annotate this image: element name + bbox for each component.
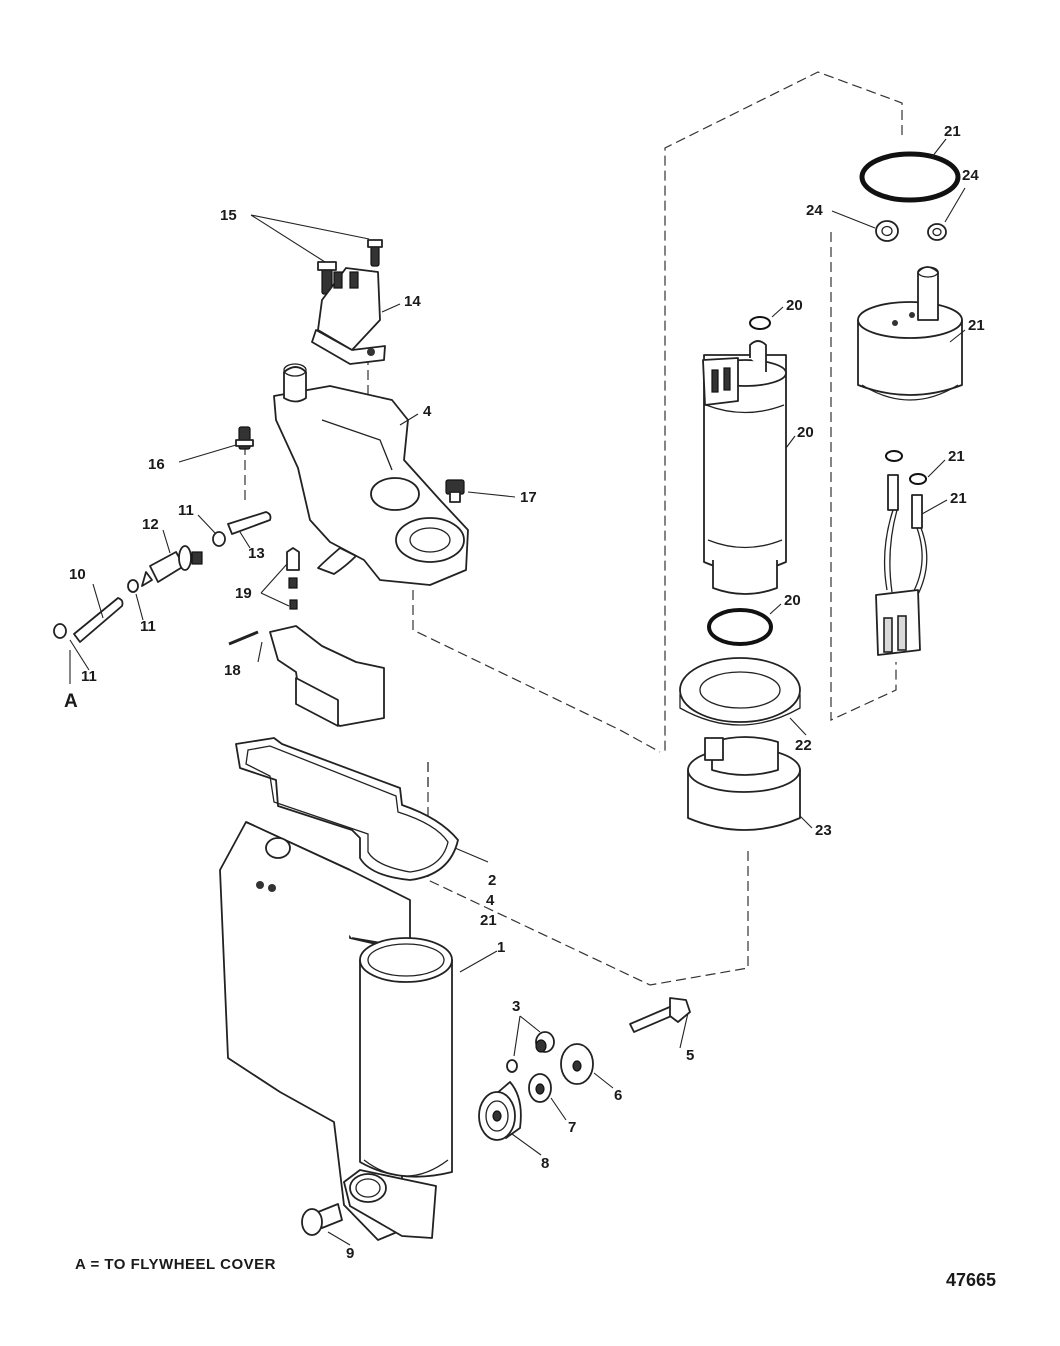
callout-6: 6 (614, 1087, 622, 1104)
callout-21-top: 21 (944, 123, 961, 140)
callout-11-lower: 11 (81, 668, 97, 685)
callout-11-middle: 11 (140, 618, 156, 635)
part-17-fitting (445, 479, 465, 503)
callout-16: 16 (148, 456, 165, 473)
part-15-screw-right (367, 239, 383, 267)
part-21-large-o-ring (859, 151, 961, 203)
part-11-clamp-middle (127, 579, 139, 593)
callout-10: 10 (69, 566, 86, 583)
document-number: 47665 (946, 1270, 996, 1290)
callout-20-oring-large: 20 (784, 592, 801, 609)
part-24-nut-right (927, 223, 947, 241)
part-16-fitting (235, 426, 254, 450)
part-18-pin (228, 630, 259, 646)
part-8-grommet (478, 1081, 522, 1141)
part-21-small-o-ring-left (885, 450, 903, 462)
callout-8: 8 (541, 1155, 549, 1172)
part-9-drain-screw (301, 1203, 343, 1236)
callout-21-gasket: 21 (480, 912, 497, 929)
callout-14: 14 (404, 293, 421, 310)
part-21-filter-cap (857, 266, 963, 401)
leader-lines (69, 138, 966, 1246)
callout-17: 17 (520, 489, 537, 506)
part-10-hose (73, 597, 124, 643)
footer-note: A = TO FLYWHEEL COVER (75, 1256, 276, 1273)
part-4-housing-cover (273, 363, 469, 586)
callout-7: 7 (568, 1119, 576, 1136)
callout-4-housing: 4 (423, 403, 432, 420)
callout-21-cap: 21 (968, 317, 985, 334)
callout-11-upper: 11 (178, 502, 194, 519)
part-21-wire-harness (875, 474, 928, 656)
part-6-washer (560, 1043, 594, 1085)
part-20-small-o-ring (749, 316, 771, 330)
callout-23: 23 (815, 822, 832, 839)
callout-21-harness: 21 (950, 490, 967, 507)
part-14-module (311, 267, 386, 365)
callout-15: 15 (220, 207, 237, 224)
callout-20-pump: 20 (797, 424, 814, 441)
part-20-fuel-pump (702, 340, 787, 595)
part-12-valve (141, 545, 203, 587)
callout-18: 18 (224, 662, 241, 679)
callout-3: 3 (512, 998, 520, 1015)
part-3-o-ring (506, 1059, 518, 1073)
callout-2: 2 (488, 872, 496, 889)
reference-letter-a: A (64, 691, 78, 712)
part-5-bolt (629, 997, 691, 1033)
callout-13: 13 (248, 545, 265, 562)
callout-20-oring-small: 20 (786, 297, 803, 314)
part-11-clamp-lower (53, 623, 67, 639)
part-11-clamp-upper (212, 531, 226, 547)
callout-4-gasket: 4 (486, 892, 495, 909)
part-21-small-o-ring-right (909, 473, 927, 485)
callout-19: 19 (235, 585, 252, 602)
part-7-bushing (528, 1073, 552, 1103)
part-13-hose (227, 511, 272, 535)
part-19-fitting (286, 547, 300, 610)
callout-12: 12 (142, 516, 159, 533)
callout-9: 9 (346, 1245, 354, 1262)
callout-22: 22 (795, 737, 812, 754)
part-15-screw-left (317, 261, 337, 295)
callout-1: 1 (497, 939, 505, 956)
part-23-pump-cup (687, 736, 801, 831)
part-3-fitting (535, 1031, 555, 1053)
callout-24-left: 24 (806, 202, 823, 219)
part-1-vapor-separator-body (219, 821, 453, 1241)
callout-21-oring: 21 (948, 448, 965, 465)
callout-24-right: 24 (962, 167, 979, 184)
callout-labels: 21 24 24 21 21 21 20 20 20 22 23 15 14 4… (64, 123, 985, 1262)
callout-5: 5 (686, 1047, 694, 1064)
part-20-large-o-ring (707, 608, 773, 646)
part-18-bracket (269, 625, 385, 727)
part-22-retaining-plate (679, 657, 801, 726)
part-2-gasket (235, 737, 459, 881)
part-24-nut-left (875, 220, 899, 242)
